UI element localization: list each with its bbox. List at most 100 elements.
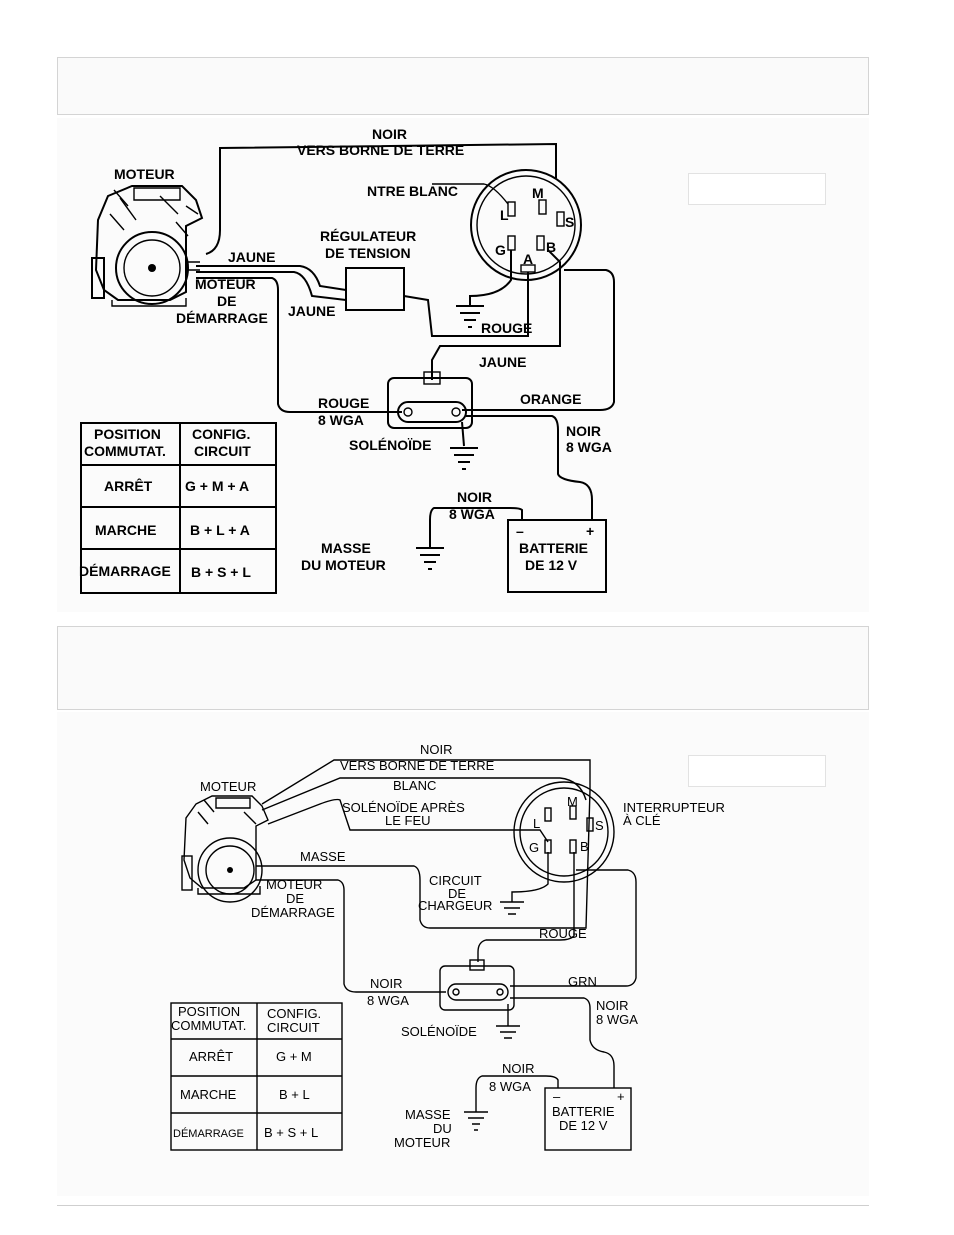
d2-table-row0-config: G + M: [276, 1049, 312, 1064]
d1-noir-2: NOIR: [457, 489, 492, 505]
d2-battery-line2: DE 12 V: [559, 1118, 608, 1133]
d1-battery: [507, 519, 607, 593]
d1-engine-label: MOTEUR: [114, 166, 175, 182]
top-caption-box: [57, 57, 869, 115]
d1-battery-line1: BATTERIE: [519, 540, 588, 556]
d1-terminal-M: M: [532, 185, 544, 201]
d1-table-header-col2-l2: CIRCUIT: [194, 443, 251, 459]
d2-terminal-L: L: [533, 816, 540, 831]
d1-terminal-A: A: [523, 251, 533, 267]
d2-starter-line1: MOTEUR: [266, 877, 322, 892]
d2-terminal-M: M: [567, 794, 578, 809]
engine-icon: [181, 795, 269, 903]
d2-key-switch: [513, 781, 615, 883]
d2-key-switch-line2: À CLÉ: [623, 813, 661, 828]
diagram2: MOTEUR NOIR VERS BORNE DE TERRE BLANC SO…: [170, 742, 725, 1151]
d1-regulator-line1: RÉGULATEUR: [320, 228, 416, 244]
d2-noir-3-gauge: 8 WGA: [489, 1079, 531, 1094]
d1-rouge-2-gauge: 8 WGA: [318, 412, 364, 428]
d1-jaune-1: JAUNE: [228, 249, 275, 265]
d2-table-header-col2-l2: CIRCUIT: [267, 1020, 320, 1035]
d2-switch-table: [170, 1002, 343, 1151]
d1-switch-table: [80, 422, 277, 594]
d2-terminal-S: S: [595, 818, 604, 833]
d1-table-row1-config: B + L + A: [190, 522, 250, 538]
d2-noir-2-gauge: 8 WGA: [596, 1012, 638, 1027]
d2-table-row2-position: DÉMARRAGE: [173, 1127, 244, 1140]
diagram1: MOTEUR NOIR VERS BORNE DE TERRE L M S G …: [79, 126, 615, 594]
d1-battery-plus: +: [586, 523, 594, 539]
d1-orange: ORANGE: [520, 391, 581, 407]
d1-table-row2-position: DÉMARRAGE: [79, 563, 171, 579]
d2-mass-line2: DU: [433, 1121, 452, 1136]
d2-ground-wire-dest: VERS BORNE DE TERRE: [340, 758, 495, 773]
d1-regulator: [345, 267, 405, 311]
d2-masse: MASSE: [300, 849, 346, 864]
d1-terminal-G: G: [495, 242, 506, 258]
d2-battery-minus: –: [553, 1089, 561, 1104]
d1-table-header-col2-l1: CONFIG.: [192, 426, 250, 442]
diagram2-panel: [57, 712, 869, 1196]
diagram2-figure-tag: [688, 755, 826, 787]
d1-jaune-2: JAUNE: [288, 303, 335, 319]
d1-regulator-line2: DE TENSION: [325, 245, 411, 261]
d2-noir-1-gauge: 8 WGA: [367, 993, 409, 1008]
d1-solenoid: [387, 371, 473, 429]
d2-battery-line1: BATTERIE: [552, 1104, 615, 1119]
engine-icon: [91, 185, 204, 307]
d2-table-header-col1-l1: POSITION: [178, 1004, 240, 1019]
d1-rouge-1: ROUGE: [481, 320, 532, 336]
d2-table-header-col1-l2: COMMUTAT.: [171, 1018, 246, 1033]
d2-engine-label: MOTEUR: [200, 779, 256, 794]
d1-battery-line2: DE 12 V: [525, 557, 578, 573]
d2-solenoid-after-line2: LE FEU: [385, 813, 431, 828]
d2-blanc: BLANC: [393, 778, 436, 793]
d2-rouge: ROUGE: [539, 926, 587, 941]
d2-table-header-col2-l1: CONFIG.: [267, 1006, 321, 1021]
d2-table-row1-position: MARCHE: [180, 1087, 237, 1102]
d1-starter-line1: MOTEUR: [195, 276, 256, 292]
d2-mass-line1: MASSE: [405, 1107, 451, 1122]
d1-table-row1-position: MARCHE: [95, 522, 156, 538]
d1-ground-wire-color: NOIR: [372, 126, 407, 142]
d1-table-header-col1-l2: COMMUTAT.: [84, 443, 166, 459]
d2-charger-line1: CIRCUIT: [429, 873, 482, 888]
d1-jaune-3: JAUNE: [479, 354, 526, 370]
d1-table-header-col1-l1: POSITION: [94, 426, 161, 442]
d2-starter-line3: DÉMARRAGE: [251, 905, 335, 920]
middle-caption-box: [57, 626, 869, 710]
d1-terminal-B: B: [546, 239, 556, 255]
d1-mass-line1: MASSE: [321, 540, 371, 556]
d1-solenoid-label: SOLÉNOÏDE: [349, 437, 431, 453]
d2-table-row0-position: ARRÊT: [189, 1049, 233, 1064]
d2-terminal-B: B: [580, 839, 589, 854]
d2-solenoid: [439, 959, 515, 1011]
d2-terminal-G: G: [529, 840, 539, 855]
d2-solenoid-after-line1: SOLÉNOÏDE APRÈS: [342, 800, 465, 815]
footer-rule: [57, 1205, 869, 1206]
d1-noir-1: NOIR: [566, 423, 601, 439]
d1-noir-1-gauge: 8 WGA: [566, 439, 612, 455]
d2-charger-line3: CHARGEUR: [418, 898, 492, 913]
d1-rouge-2: ROUGE: [318, 395, 369, 411]
d1-ground-wire-dest: VERS BORNE DE TERRE: [297, 142, 464, 158]
d2-noir-1: NOIR: [370, 976, 403, 991]
d2-solenoid-label: SOLÉNOÏDE: [401, 1024, 477, 1039]
d1-terminal-S: S: [565, 214, 574, 230]
d1-table-row0-position: ARRÊT: [104, 477, 153, 494]
d2-table-row2-config: B + S + L: [264, 1125, 318, 1140]
d1-table-row0-config: G + M + A: [185, 478, 249, 494]
d2-key-switch-line1: INTERRUPTEUR: [623, 800, 725, 815]
d2-noir-3: NOIR: [502, 1061, 535, 1076]
d1-starter-line3: DÉMARRAGE: [176, 310, 268, 326]
diagram1-figure-tag: [688, 173, 826, 205]
d2-charger-line2: DE: [448, 886, 466, 901]
d1-neutral-white: NTRE BLANC: [367, 183, 458, 199]
d2-mass-line3: MOTEUR: [394, 1135, 450, 1150]
d2-battery: [544, 1087, 632, 1151]
d2-noir-2: NOIR: [596, 998, 629, 1013]
d1-noir-2-gauge: 8 WGA: [449, 506, 495, 522]
d2-table-row1-config: B + L: [279, 1087, 310, 1102]
d2-starter-line2: DE: [286, 891, 304, 906]
